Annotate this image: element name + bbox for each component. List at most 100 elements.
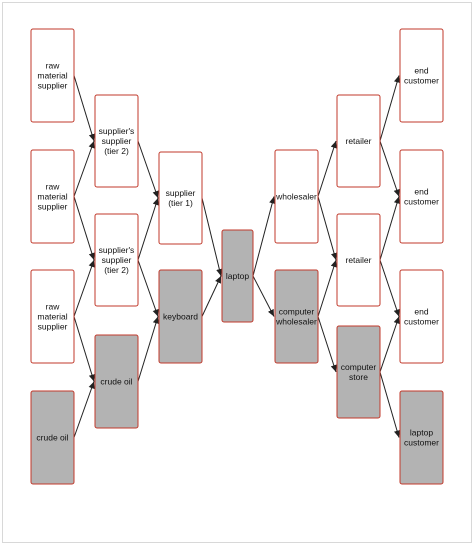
nodes: rawmaterialsupplierrawmaterialsupplierra… <box>30 28 444 485</box>
edge-co2-to-kb <box>137 316 159 382</box>
edge-rm2-to-s2b <box>73 196 95 261</box>
node-label-rm3-2: supplier <box>38 322 68 332</box>
node-label-rm2-2: supplier <box>38 202 68 212</box>
node-label-rm3-0: raw <box>46 302 61 312</box>
node-r1: retailer <box>336 94 381 188</box>
node-box-s1 <box>158 151 203 245</box>
node-box-co2 <box>94 334 139 429</box>
node-label-lc-1: customer <box>404 438 439 448</box>
node-box-r1 <box>336 94 381 188</box>
node-label-wh-0: wholesaler <box>275 192 317 202</box>
node-box-cw <box>274 269 319 364</box>
node-box-lap <box>221 229 254 323</box>
edge-r1-to-ec1 <box>379 75 401 142</box>
node-label-rm1-1: material <box>37 71 67 81</box>
node-kb: keyboard <box>158 269 203 364</box>
node-r2: retailer <box>336 213 381 307</box>
node-box-r2 <box>336 213 381 307</box>
node-s1: supplier(tier 1) <box>158 151 203 245</box>
edge-rm3-to-s2b <box>73 259 95 317</box>
edge-rm3-to-co2 <box>73 316 95 382</box>
node-label-kb-0: keyboard <box>163 312 198 322</box>
edge-r2-to-ec2 <box>379 196 401 261</box>
node-box-kb <box>158 269 203 364</box>
node-label-cw-0: computer <box>279 307 315 317</box>
edge-wh-to-r1 <box>317 140 337 197</box>
node-label-rm2-0: raw <box>46 182 61 192</box>
node-label-lap-0: laptop <box>226 271 249 281</box>
edge-s1-to-lap <box>201 197 223 277</box>
edge-lap-to-wh <box>252 196 276 277</box>
node-box-ec3 <box>399 269 444 364</box>
node-label-rm3-1: material <box>37 312 67 322</box>
node-label-s1-1: (tier 1) <box>168 198 193 208</box>
edge-cs-to-lc <box>379 371 401 438</box>
edge-cw-to-r2 <box>317 259 337 317</box>
node-box-lc <box>399 390 444 485</box>
node-lap: laptop <box>221 229 254 323</box>
node-wh: wholesaler <box>274 149 319 244</box>
node-label-r1-0: retailer <box>346 136 372 146</box>
node-label-co2-0: crude oil <box>100 377 132 387</box>
node-label-ec3-0: end <box>414 307 428 317</box>
node-label-s2a-0: supplier's <box>99 126 135 136</box>
node-label-s2b-2: (tier 2) <box>104 265 129 275</box>
node-label-cw-1: wholesaler <box>275 317 317 327</box>
edge-s2a-to-s1 <box>137 140 159 199</box>
node-co1: crude oil <box>30 390 75 485</box>
node-box-co1 <box>30 390 75 485</box>
edges <box>73 75 401 438</box>
node-label-s2a-1: supplier <box>102 136 132 146</box>
node-label-cs-0: computer <box>341 362 377 372</box>
node-box-wh <box>274 149 319 244</box>
node-box-cs <box>336 325 381 419</box>
edge-r2-to-ec3 <box>379 259 400 317</box>
edge-rm2-to-s2a <box>73 140 95 197</box>
node-label-s2b-0: supplier's <box>99 245 135 255</box>
edge-cs-to-ec3 <box>379 316 400 373</box>
node-label-rm1-0: raw <box>46 61 61 71</box>
node-label-ec1-0: end <box>414 66 428 76</box>
node-box-ec1 <box>399 28 444 123</box>
node-box-rm1 <box>30 28 75 123</box>
edge-s2b-to-s1 <box>137 197 159 261</box>
node-label-s2a-2: (tier 2) <box>104 146 129 156</box>
edge-cw-to-cs <box>317 316 337 373</box>
node-label-lc-0: laptop <box>410 428 433 438</box>
node-label-ec1-1: customer <box>404 76 439 86</box>
node-box-s2b <box>94 213 139 307</box>
node-box-rm2 <box>30 149 75 244</box>
node-label-r2-0: retailer <box>346 255 372 265</box>
node-co2: crude oil <box>94 334 139 429</box>
node-label-cs-1: store <box>349 372 368 382</box>
node-label-ec2-0: end <box>414 187 428 197</box>
edge-kb-to-lap <box>201 275 222 317</box>
edge-s2b-to-kb <box>137 259 159 317</box>
node-box-ec2 <box>399 149 444 244</box>
edge-r1-to-ec2 <box>379 140 400 197</box>
edge-rm1-to-s2a <box>73 75 96 142</box>
edge-lap-to-cw <box>252 275 275 317</box>
node-box-rm3 <box>30 269 75 364</box>
edge-co1-to-co2 <box>73 381 95 438</box>
node-label-s1-0: supplier <box>166 188 196 198</box>
edge-wh-to-r2 <box>317 196 338 261</box>
node-label-s2b-1: supplier <box>102 255 132 265</box>
node-label-co1-0: crude oil <box>36 433 68 443</box>
node-label-rm2-1: material <box>37 192 67 202</box>
node-label-rm1-2: supplier <box>38 81 68 91</box>
